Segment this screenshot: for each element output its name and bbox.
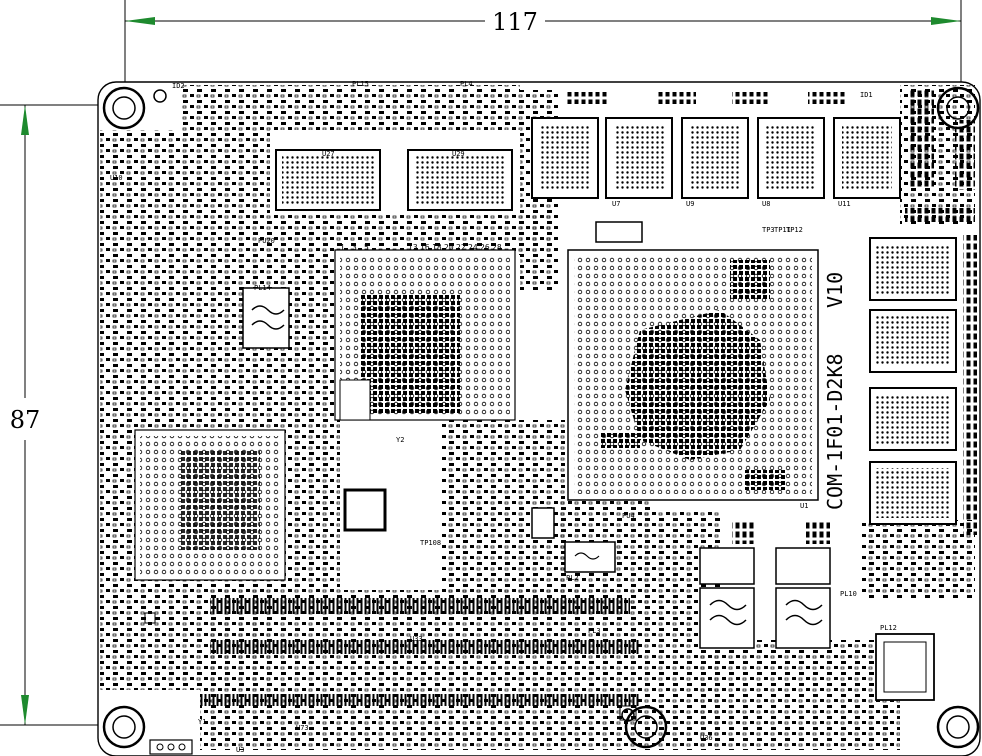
svg-text:PL15: PL15 [352, 80, 369, 88]
svg-text:22: 22 [456, 243, 466, 252]
secondary-bga [334, 249, 516, 421]
svg-text:28: 28 [492, 243, 502, 252]
svg-text:13: 13 [408, 243, 418, 252]
main-soc-bga [567, 249, 819, 501]
svg-text:16: 16 [420, 243, 430, 252]
svg-text:U36: U36 [700, 734, 713, 742]
svg-text:U10: U10 [110, 174, 123, 182]
svg-text:Y2: Y2 [396, 436, 404, 444]
lower-left-bga [134, 429, 286, 581]
silkscreen-labels: COM-1F01-D2K8 V10 1 3 5 13 16 18 20 22 2… [110, 80, 897, 754]
svg-text:TP3: TP3 [762, 226, 775, 234]
svg-text:PL12: PL12 [880, 624, 897, 632]
svg-text:U27: U27 [322, 150, 335, 158]
svg-text:PL14: PL14 [254, 284, 271, 292]
svg-text:U73: U73 [296, 724, 309, 732]
upper-middle-chips [275, 149, 513, 211]
svg-text:PL2: PL2 [566, 574, 579, 582]
bottom-connectors [149, 598, 640, 755]
dimension-height: 87 [0, 104, 118, 726]
board-model-label: COM-1F01-D2K8 [823, 353, 847, 510]
dimension-width: 117 [124, 0, 962, 82]
svg-text:U7: U7 [612, 200, 620, 208]
top-memory-chips [531, 92, 901, 199]
mounting-hole [936, 705, 980, 749]
svg-text:18: 18 [432, 243, 442, 252]
height-label: 87 [10, 406, 41, 434]
svg-text:3: 3 [352, 243, 357, 252]
svg-text:U29: U29 [452, 150, 465, 158]
pin-headers [908, 88, 977, 535]
svg-text:U1: U1 [800, 502, 808, 510]
svg-text:TP11: TP11 [774, 226, 791, 234]
svg-text:U11: U11 [838, 200, 851, 208]
svg-text:ID1: ID1 [860, 91, 873, 99]
pin-number-row: 1 3 5 13 16 18 20 22 24 26 28 [340, 243, 502, 252]
mounting-hole [102, 86, 146, 130]
svg-text:PL3: PL3 [588, 627, 601, 635]
svg-text:24: 24 [468, 243, 478, 252]
svg-text:U3: U3 [236, 746, 244, 754]
small-chips [242, 221, 643, 573]
svg-text:Y1: Y1 [198, 718, 206, 726]
svg-text:TP12: TP12 [786, 226, 803, 234]
svg-text:PU20: PU20 [258, 237, 275, 245]
svg-text:5: 5 [364, 243, 369, 252]
svg-text:U8: U8 [762, 200, 770, 208]
right-memory-chips [869, 208, 975, 525]
svg-text:PL10: PL10 [840, 590, 857, 598]
svg-text:1: 1 [340, 243, 345, 252]
svg-text:26: 26 [480, 243, 490, 252]
svg-text:PU4: PU4 [622, 512, 635, 520]
svg-text:ID2: ID2 [172, 82, 185, 90]
svg-text:TP108: TP108 [420, 539, 441, 547]
svg-text:PL4: PL4 [460, 80, 473, 88]
svg-text:U33: U33 [410, 635, 423, 643]
svg-text:U9: U9 [686, 200, 694, 208]
width-label: 117 [492, 8, 538, 36]
svg-text:20: 20 [444, 243, 454, 252]
power-inductors [699, 522, 935, 701]
mounting-hole [102, 705, 146, 749]
board-version-label: V10 [823, 272, 847, 308]
